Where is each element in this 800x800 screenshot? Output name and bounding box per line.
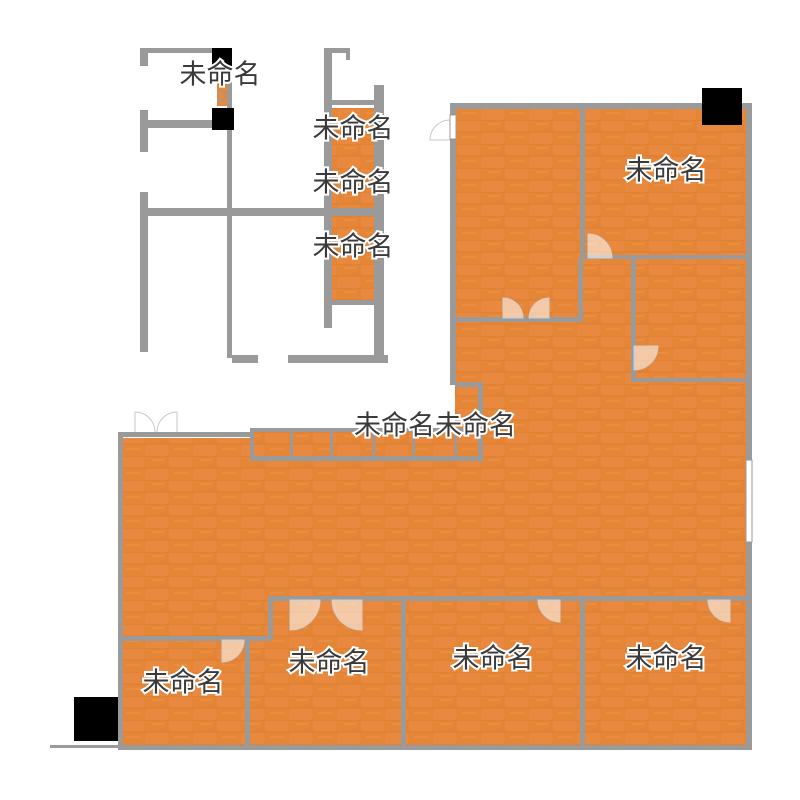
column [212, 48, 232, 68]
room-label-corridor: 未命名未命名 [354, 411, 516, 442]
column [702, 88, 742, 125]
room-label-sw: 未命名 [143, 668, 224, 699]
wall [118, 432, 254, 437]
wall [332, 48, 350, 53]
wall [50, 745, 120, 748]
wall [140, 120, 230, 128]
wall [140, 110, 148, 152]
wall [140, 192, 148, 352]
floor-room-nw-main [455, 108, 582, 318]
wall [288, 355, 388, 363]
wall [122, 636, 272, 641]
floor-open-area [122, 438, 746, 598]
door-arc [331, 599, 363, 631]
floor-room-s3 [584, 600, 746, 746]
wall [118, 745, 752, 750]
floor-areas [122, 78, 746, 746]
wall [454, 428, 457, 460]
wall [634, 378, 746, 382]
wall [330, 428, 333, 460]
wall [140, 48, 230, 53]
room-label-s3: 未命名 [626, 644, 707, 675]
wall [478, 382, 483, 462]
wall [455, 382, 483, 387]
wall [250, 428, 254, 460]
wall [268, 596, 273, 640]
floor-small-strip [332, 108, 374, 303]
wall [580, 108, 585, 258]
wall [578, 258, 583, 322]
door-marker [217, 91, 225, 103]
room-label-small-top-2: 未命名 [313, 114, 394, 145]
wall [450, 103, 752, 109]
wall [580, 596, 585, 748]
door-arc [537, 599, 561, 623]
room-label-small-top-4: 未命名 [313, 232, 394, 263]
window [745, 459, 753, 543]
wall [746, 103, 752, 748]
door-arc [528, 297, 550, 319]
floor-west-area [122, 598, 272, 638]
room-label-ne: 未命名 [626, 156, 707, 187]
column [74, 697, 118, 741]
floor-room-ne [584, 108, 746, 258]
door-arc [156, 411, 178, 433]
wall [140, 208, 376, 216]
wall [584, 255, 746, 259]
door-arc [707, 599, 731, 623]
floor-room-s2 [405, 600, 581, 746]
wall [346, 48, 350, 60]
walls [50, 48, 752, 750]
door-arc [429, 119, 451, 141]
wall [332, 300, 376, 305]
door-arc [502, 297, 524, 319]
wall [450, 103, 456, 385]
wall [140, 48, 148, 66]
door-arc [134, 411, 156, 433]
doors [134, 91, 731, 663]
wall [232, 355, 258, 363]
wall [268, 596, 746, 601]
column [212, 108, 234, 130]
wall [118, 432, 123, 748]
room-label-s1: 未命名 [289, 648, 370, 679]
columns [74, 48, 742, 741]
wall [374, 85, 384, 363]
wall [290, 428, 293, 460]
floor-hall-right [582, 258, 634, 380]
wall [456, 317, 583, 322]
wall [250, 456, 482, 461]
floor-east-strip [634, 380, 746, 440]
room-label-s2: 未命名 [453, 644, 534, 675]
wall [227, 48, 232, 358]
door-arc [289, 599, 321, 631]
room-label-small-top-3: 未命名 [313, 168, 394, 199]
room-label-small-top-1: 未命名 [180, 60, 261, 91]
wall [324, 48, 332, 328]
door-arc [221, 639, 245, 663]
window [449, 114, 457, 140]
room-labels: 未命名 未命名 未命名 未命名 未命名未命名 未命名 未命名 未命名 未命名 未… [141, 58, 709, 701]
wall [245, 636, 250, 748]
door-arc [633, 345, 659, 371]
wall [412, 428, 415, 460]
wall [372, 428, 375, 460]
wall [332, 100, 376, 105]
wall [631, 258, 636, 382]
wall [401, 596, 406, 748]
floor-room-s1 [249, 600, 403, 746]
wall [250, 428, 482, 432]
door-arc [587, 233, 613, 259]
